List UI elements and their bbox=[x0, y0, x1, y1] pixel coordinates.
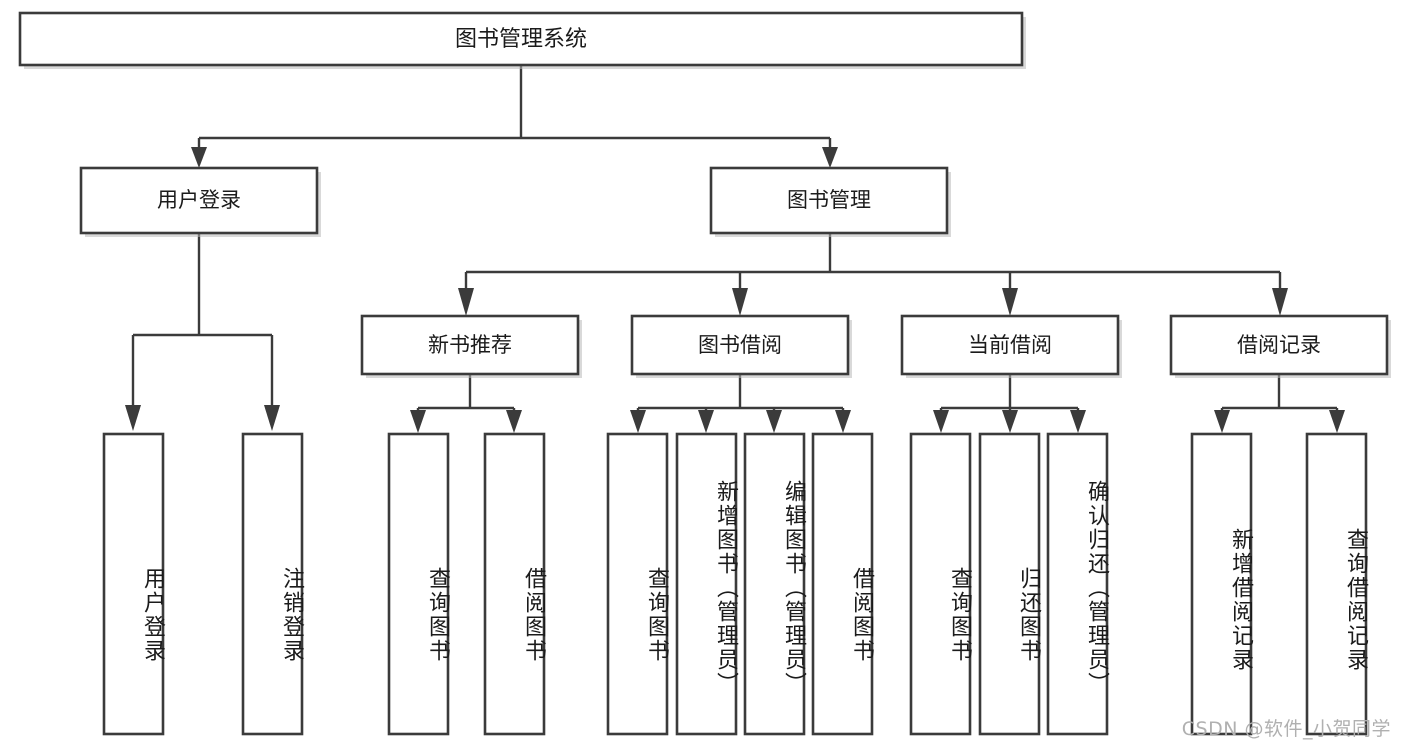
node-new-book-recommend[interactable]: 新书推荐 bbox=[360, 314, 582, 378]
node-borrow-record[interactable]: 借阅记录 bbox=[1169, 314, 1391, 378]
node-book-manage-box bbox=[709, 166, 949, 235]
arrow-head-leaf-user-logout bbox=[264, 405, 280, 431]
node-user-login-label: 用户登录 bbox=[157, 188, 241, 212]
leaf-confirm-return-box[interactable] bbox=[1046, 432, 1109, 736]
arrow-head-leaf-borrow-book-2 bbox=[835, 410, 851, 433]
node-user-login-box bbox=[79, 166, 319, 235]
node-new-book-recommend-label: 新书推荐 bbox=[428, 333, 512, 357]
node-root-box bbox=[18, 11, 1024, 67]
connector-group-book-manage bbox=[458, 234, 1288, 316]
arrow-head-leaf-add-record bbox=[1214, 410, 1230, 433]
node-borrow-record-box bbox=[1169, 314, 1389, 376]
leaf-return-book-box[interactable] bbox=[978, 432, 1041, 736]
connector-group-borrow-record bbox=[1214, 375, 1345, 433]
connector-group-user-login bbox=[125, 234, 280, 431]
node-book-borrow-box bbox=[630, 314, 850, 376]
node-root-label: 图书管理系统 bbox=[455, 27, 587, 52]
node-new-book-recommend-box bbox=[360, 314, 580, 376]
arrow-head-current-borrow bbox=[1002, 288, 1018, 316]
leaf-query-record-box[interactable] bbox=[1305, 432, 1368, 736]
connector-group-new-book-recommend bbox=[410, 375, 522, 433]
node-book-borrow[interactable]: 图书借阅 bbox=[630, 314, 852, 378]
connector-group-root bbox=[191, 66, 838, 168]
leaf-query-book-2-box[interactable] bbox=[606, 432, 669, 736]
arrow-head-leaf-confirm-return bbox=[1070, 410, 1086, 433]
arrow-head-leaf-query-book-1 bbox=[410, 410, 426, 433]
arrow-head-leaf-query-record bbox=[1329, 410, 1345, 433]
arrow-head-leaf-edit-book bbox=[766, 410, 782, 433]
node-root[interactable]: 图书管理系统 bbox=[18, 11, 1026, 69]
arrow-head-leaf-borrow-book-1 bbox=[506, 410, 522, 433]
arrow-head-leaf-return-book bbox=[1002, 410, 1018, 433]
connector-group-current-borrow bbox=[933, 375, 1086, 433]
arrow-head-leaf-user-login bbox=[125, 405, 141, 431]
leaf-borrow-book-1-box[interactable] bbox=[483, 432, 546, 736]
node-borrow-record-label: 借阅记录 bbox=[1237, 333, 1321, 357]
leaf-add-book-box[interactable] bbox=[675, 432, 738, 736]
leaf-user-login-box[interactable] bbox=[102, 432, 165, 736]
leaf-edit-book-box[interactable] bbox=[743, 432, 806, 736]
arrow-head-book-manage bbox=[822, 147, 838, 168]
arrow-head-leaf-query-book-2 bbox=[630, 410, 646, 433]
node-book-borrow-label: 图书借阅 bbox=[698, 333, 782, 357]
leaf-query-book-3-box[interactable] bbox=[909, 432, 972, 736]
arrow-head-leaf-add-book bbox=[698, 410, 714, 433]
leaf-borrow-book-2-box[interactable] bbox=[811, 432, 874, 736]
leaf-boxes bbox=[102, 432, 1368, 736]
arrow-head-new-book-recommend bbox=[458, 288, 474, 316]
node-book-manage-label: 图书管理 bbox=[787, 188, 871, 212]
arrow-head-user-login bbox=[191, 147, 207, 168]
node-user-login[interactable]: 用户登录 bbox=[79, 166, 321, 237]
connector-group-book-borrow bbox=[630, 375, 851, 433]
arrow-head-book-borrow bbox=[732, 288, 748, 316]
node-current-borrow-box bbox=[900, 314, 1120, 376]
node-current-borrow-label: 当前借阅 bbox=[968, 333, 1052, 357]
arrow-head-leaf-query-book-3 bbox=[933, 410, 949, 433]
leaf-user-logout-box[interactable] bbox=[241, 432, 304, 736]
arrow-head-borrow-record bbox=[1272, 288, 1288, 316]
leaf-query-book-1-box[interactable] bbox=[387, 432, 450, 736]
leaf-add-record-box[interactable] bbox=[1190, 432, 1253, 736]
node-current-borrow[interactable]: 当前借阅 bbox=[900, 314, 1122, 378]
node-book-manage[interactable]: 图书管理 bbox=[709, 166, 951, 237]
